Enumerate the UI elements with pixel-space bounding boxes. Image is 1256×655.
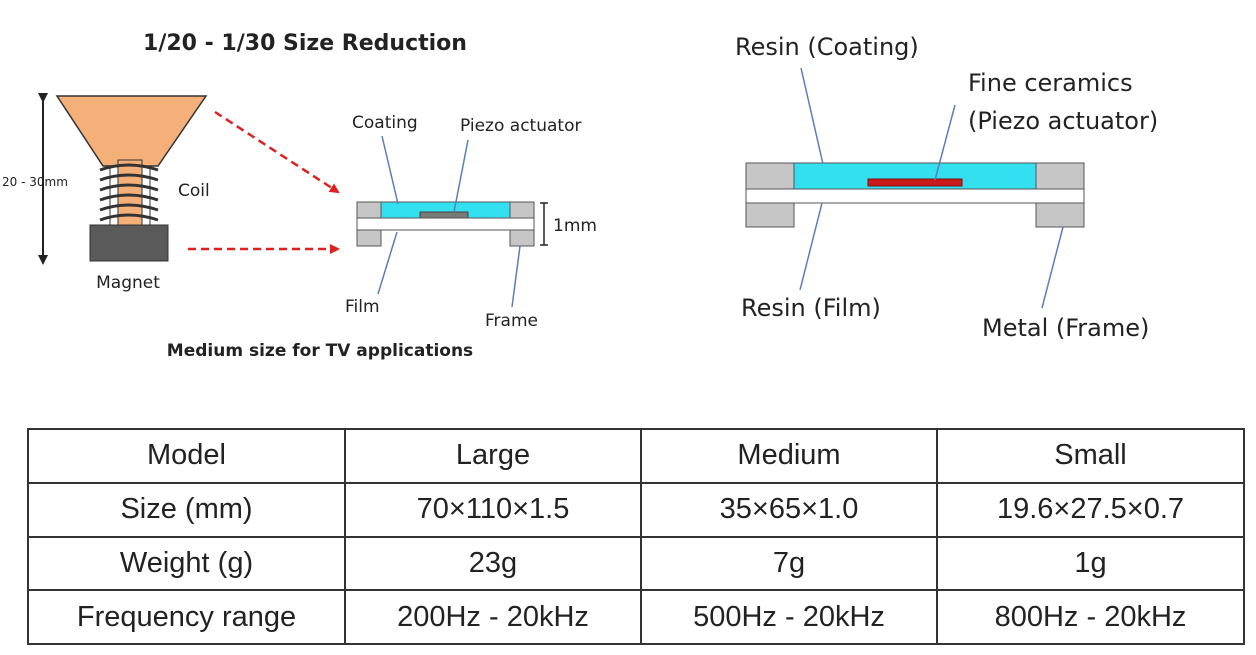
metal-frame-label: Metal (Frame) [982, 314, 1149, 342]
fine-ceramics-line1: Fine ceramics [968, 69, 1133, 97]
thickness-label: 1mm [553, 216, 597, 236]
table-cell: 19.6×27.5×0.7 [936, 481, 1245, 538]
header-large: Large [344, 428, 642, 484]
table-cell: 200Hz - 20kHz [344, 589, 642, 645]
magnet [89, 224, 169, 262]
magnet-label: Magnet [96, 273, 160, 293]
header-medium: Medium [640, 428, 938, 484]
resin-film-pointer [799, 202, 823, 291]
header-small: Small [936, 428, 1245, 484]
small-frame-top-left [356, 201, 382, 219]
frame-top-right [1035, 162, 1085, 190]
table-row: Frequency range 200Hz - 20kHz 500Hz - 20… [27, 589, 1245, 645]
small-frame-top-right [509, 201, 535, 219]
small-film [356, 217, 535, 231]
table-cell: 70×110×1.5 [344, 481, 642, 538]
speaker-diagrams: 1/20 - 1/30 Size Reduction 20 - 30mm Coi… [2, 31, 1158, 361]
frame-bottom-left [745, 202, 795, 228]
header-model: Model [27, 428, 346, 484]
resin-film-label: Resin (Film) [741, 294, 881, 322]
row-label-frequency: Frequency range [27, 589, 346, 645]
table-row: Model Large Medium Small [27, 428, 1245, 484]
left-caption: Medium size for TV applications [167, 341, 473, 361]
coating-pointer [381, 135, 399, 205]
film-layer [745, 188, 1085, 204]
metal-frame-pointer [1041, 226, 1064, 309]
frame-label: Frame [485, 311, 538, 331]
small-piezo-speaker [356, 201, 535, 247]
coil-label: Coil [178, 181, 210, 201]
fine-ceramics-pointer [934, 104, 956, 181]
film-pointer [377, 231, 398, 295]
coil-windings [99, 163, 159, 222]
resin-coating-pointer [800, 67, 824, 165]
piezo-actuator [867, 178, 963, 187]
thickness-dimension [540, 202, 548, 246]
large-piezo-speaker [745, 162, 1085, 228]
small-frame-bottom-left [356, 229, 382, 247]
piezo-label: Piezo actuator [460, 116, 581, 136]
frame-top-left [745, 162, 795, 190]
table-row: Size (mm) 70×110×1.5 35×65×1.0 19.6×27.5… [27, 481, 1245, 538]
spec-table: Model Large Medium Small Size (mm) 70×11… [27, 428, 1245, 645]
table-cell: 500Hz - 20kHz [640, 589, 938, 645]
table-cell: 1g [936, 535, 1245, 592]
row-label-size: Size (mm) [27, 481, 346, 538]
size-reduction-arrow-top [214, 110, 340, 194]
table-cell: 23g [344, 535, 642, 592]
small-frame-bottom-right [509, 229, 535, 247]
coating-label: Coating [352, 113, 418, 133]
table-cell: 35×65×1.0 [640, 481, 938, 538]
piezo-pointer [453, 139, 469, 213]
fine-ceramics-line2: (Piezo actuator) [968, 107, 1158, 135]
height-label: 20 - 30mm [2, 175, 68, 189]
row-label-weight: Weight (g) [27, 535, 346, 592]
small-piezo [419, 211, 469, 219]
resin-coating-label: Resin (Coating) [735, 33, 919, 61]
frame-bottom-right [1035, 202, 1085, 228]
table-row: Weight (g) 23g 7g 1g [27, 535, 1245, 592]
table-cell: 7g [640, 535, 938, 592]
frame-pointer [511, 245, 521, 308]
table-cell: 800Hz - 20kHz [936, 589, 1245, 645]
film-label: Film [345, 297, 380, 317]
left-title: 1/20 - 1/30 Size Reduction [143, 31, 467, 56]
speaker-cone [55, 95, 208, 167]
